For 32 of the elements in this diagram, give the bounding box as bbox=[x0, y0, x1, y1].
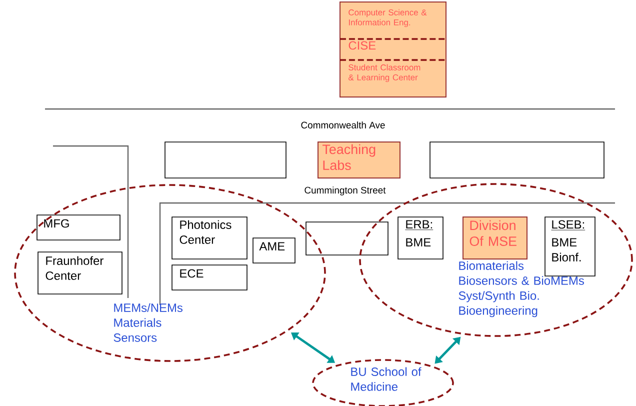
building-box bbox=[172, 264, 248, 290]
street-name: Commonwealth Ave bbox=[301, 122, 385, 128]
building-label: Biomaterials Biosensors & BioMEMs Syst/Synth Bio. Bioengineering bbox=[458, 261, 584, 318]
building-label: CISE bbox=[348, 41, 376, 50]
building-label: ERB: bbox=[405, 220, 434, 230]
building-label: Student Classroom & Learning Center bbox=[348, 64, 420, 82]
building-label: MEMs/NEMs Materials Sensors bbox=[114, 303, 182, 342]
building-label: Division Of MSE bbox=[470, 220, 516, 246]
building-box bbox=[306, 222, 388, 256]
street-name: Cummington Street bbox=[304, 186, 386, 196]
building-label: Teaching Labs bbox=[322, 144, 376, 170]
building-box bbox=[340, 2, 446, 98]
building-box bbox=[398, 216, 444, 260]
building-box bbox=[462, 216, 528, 260]
building-label: Computer Science & Information Eng. bbox=[348, 9, 427, 28]
building-box bbox=[430, 142, 604, 178]
building-label: AME bbox=[259, 242, 285, 250]
building-label: BME Bionf. bbox=[552, 238, 581, 262]
building-label: LSEB: bbox=[551, 220, 586, 230]
dashed-ellipse bbox=[359, 183, 633, 337]
building-box bbox=[172, 216, 248, 260]
building-box bbox=[252, 238, 296, 264]
building-box bbox=[164, 142, 286, 178]
building-box bbox=[318, 142, 400, 178]
building-label: MFG bbox=[44, 219, 69, 228]
building-label: ECE bbox=[180, 269, 204, 278]
building-box bbox=[544, 216, 596, 276]
building-box bbox=[38, 252, 122, 294]
building-label: Fraunhofer Center bbox=[46, 256, 104, 280]
building-label: BME bbox=[406, 238, 431, 246]
building-label: BU School of Medicine bbox=[351, 367, 422, 391]
building-label: Photonics Center bbox=[180, 220, 232, 244]
